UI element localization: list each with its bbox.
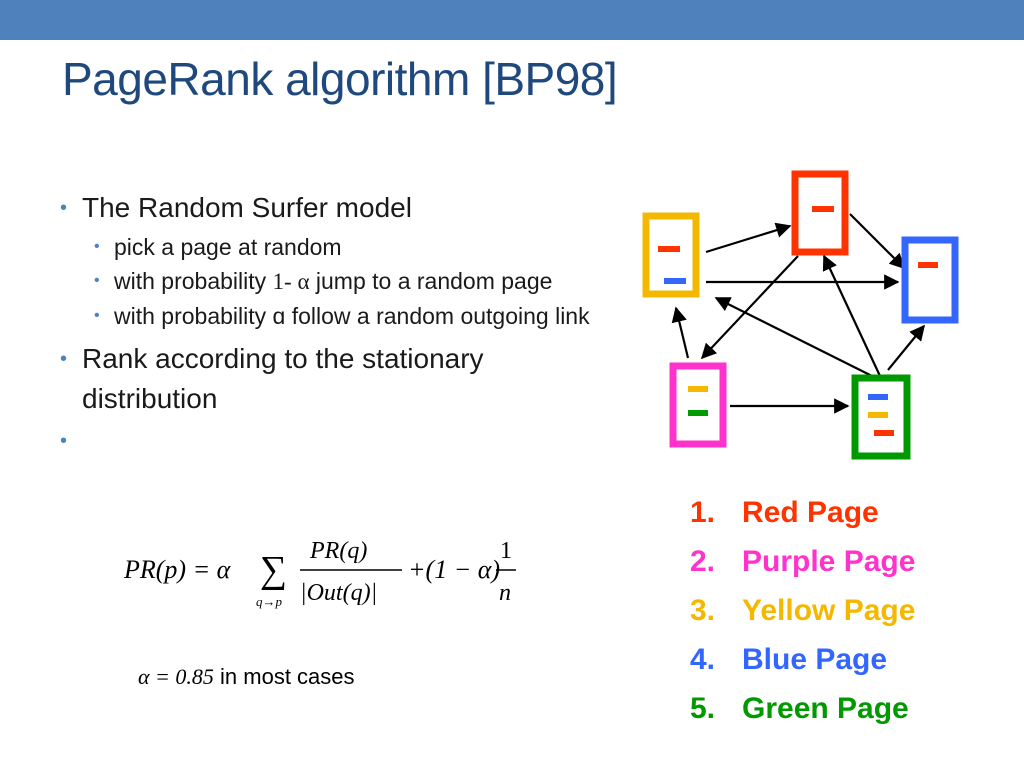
edge-green-blue: [887, 324, 925, 371]
legend-item-yellow: 3.Yellow Page: [690, 594, 916, 627]
fraction-one: 1: [500, 538, 512, 564]
sub-bullet-pick-page: • pick a page at random: [60, 230, 620, 264]
slide-title: PageRank algorithm [BP98]: [62, 53, 618, 105]
sub-bullet-jump: • with probability 1- α jump to a random…: [60, 264, 620, 299]
edge-green-yellow: [714, 297, 881, 381]
legend-item-red: 1.Red Page: [690, 496, 879, 529]
bullet-dot: •: [94, 272, 100, 289]
red-page-icon: [791, 170, 849, 256]
legend-item-purple: 2.Purple Page: [690, 545, 916, 578]
formula-plus-term: +(1 − α): [408, 555, 500, 584]
pagerank-formula: PR(p) = α ∑ q→p PR(q) |Out(q)| +(1 − α) …: [124, 538, 516, 609]
bullet-dot: •: [60, 348, 68, 370]
alpha-note: α = 0.85 in most cases: [138, 664, 355, 689]
edge-yellow-red: [705, 222, 792, 254]
bullet-list: • The Random Surfer model • pick a page …: [60, 188, 620, 463]
fraction-numerator: PR(q): [309, 538, 367, 564]
bullet-dot: •: [60, 197, 68, 219]
green-page-icon: [851, 374, 911, 460]
top-accent-bar: [0, 0, 1024, 40]
sub-bullet-follow-link: • with probability ɑ follow a random out…: [60, 299, 620, 333]
formula-lhs: PR(p) = α: [124, 555, 232, 584]
bullet-random-surfer: • The Random Surfer model: [60, 188, 620, 228]
edge-red-purple: [700, 255, 799, 360]
graph-edges: [671, 213, 925, 414]
sum-subscript: q→p: [256, 594, 283, 609]
bullet-dot: •: [94, 307, 100, 324]
blue-page-icon: [901, 236, 959, 324]
page-graph-diagram: [642, 170, 959, 460]
legend-item-blue: 4.Blue Page: [690, 643, 888, 676]
sum-symbol: ∑: [260, 549, 287, 591]
bullet-formula: •: [60, 421, 620, 461]
page-legend: 1.Red Page 2.Purple Page 3.Yellow Page 4…: [690, 488, 915, 733]
legend-item-green: 5.Green Page: [690, 692, 909, 725]
bullet-rank-stationary: • Rank according to the stationary distr…: [60, 339, 620, 419]
edge-green-red: [822, 254, 881, 377]
yellow-page-icon: [642, 212, 700, 298]
fraction-denominator: |Out(q)|: [300, 580, 377, 606]
bullet-dot: •: [94, 238, 100, 255]
bullet-dot: •: [60, 430, 68, 452]
edge-purple-yellow: [671, 306, 690, 359]
edge-red-blue: [849, 213, 906, 270]
one-minus-alpha: 1- α: [272, 269, 310, 294]
fraction-n: n: [499, 580, 511, 606]
purple-page-icon: [669, 362, 727, 448]
